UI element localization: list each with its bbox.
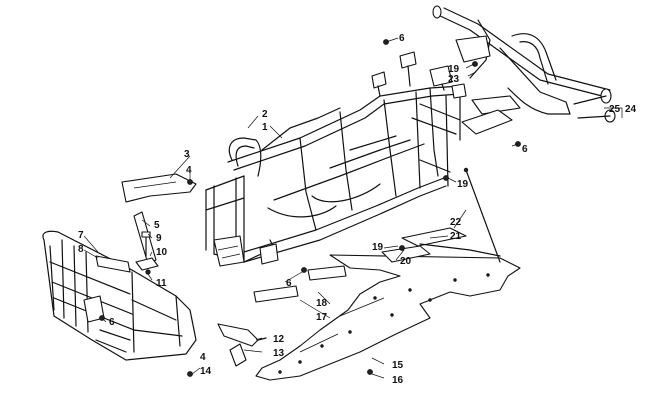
callout-6-middle: 6: [286, 278, 292, 289]
callout-19-top: 19: [448, 64, 460, 75]
rear-bracket: [217, 323, 267, 367]
callout-17: 17: [316, 312, 328, 323]
callout-6-right: 6: [522, 144, 528, 155]
callout-9: 9: [156, 233, 162, 244]
callout-18: 18: [316, 298, 328, 309]
callout-4-bottom: 4: [200, 352, 206, 363]
callout-11: 11: [156, 278, 167, 289]
callout-3: 3: [184, 149, 190, 160]
callout-13: 13: [273, 348, 285, 359]
callout-2: 2: [262, 109, 268, 120]
callout-20: 20: [400, 256, 412, 267]
main-frame: [205, 51, 467, 267]
callout-4-top: 4: [186, 165, 192, 176]
callout-25: 25: [609, 104, 621, 115]
callout-6-top: 6: [399, 33, 405, 44]
skid-plate: [255, 254, 521, 381]
callout-14: 14: [200, 366, 212, 377]
callout-6-bumper: 6: [109, 317, 115, 328]
callout-5: 5: [154, 220, 160, 231]
leader-lines: [83, 37, 623, 379]
callout-22: 22: [450, 217, 462, 228]
callout-15: 15: [392, 360, 404, 371]
rod: [463, 167, 501, 263]
callout-24: 24: [625, 104, 637, 115]
callout-10: 10: [156, 247, 168, 258]
callout-8: 8: [78, 244, 84, 255]
callout-19-bottom: 19: [372, 242, 384, 253]
callout-19-right: 19: [457, 179, 469, 190]
callout-7: 7: [78, 230, 84, 241]
callout-12: 12: [273, 334, 285, 345]
fasteners: [99, 39, 521, 377]
callout-labels: 1 2 3 4 4 5 6 6 6 6 7 8 9 10 11 12 13 14…: [78, 33, 637, 386]
callout-21: 21: [450, 231, 462, 242]
callout-16: 16: [392, 375, 404, 386]
rear-rack: [432, 5, 616, 135]
front-bumper: [42, 230, 197, 361]
callout-23: 23: [448, 74, 460, 85]
support-strap: [133, 211, 157, 265]
footrest-plates: [253, 227, 501, 303]
callout-1: 1: [262, 122, 268, 133]
front-bracket: [121, 173, 197, 203]
